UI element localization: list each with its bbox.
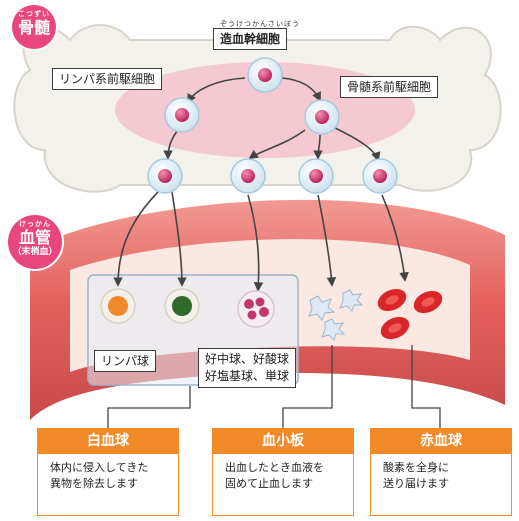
platelet-card-body: 出血したとき血液を 固めて止血します	[212, 454, 354, 516]
card-connectors	[107, 345, 441, 428]
arrow-to-rbc	[381, 194, 409, 282]
arrow-myeloid-right	[334, 127, 381, 162]
arrow-stem-to-myeloid	[281, 77, 321, 102]
myeloid-progenitor-cell	[304, 99, 340, 135]
rbc-card: 赤血球 酸素を全身に 送り届けます	[370, 428, 512, 516]
arrow-to-lymphocyte	[113, 189, 161, 287]
rbc-card-body: 酸素を全身に 送り届けます	[370, 454, 512, 516]
lymphocyte-label: リンパ球	[94, 350, 157, 372]
arrow-myeloid-left	[248, 129, 306, 160]
vessel-sub-label: （末梢血）	[12, 247, 58, 257]
rbc-card-title: 赤血球	[370, 428, 512, 454]
arrow-to-nk	[171, 191, 187, 287]
granulocyte-cell	[237, 290, 275, 328]
differentiation-arrows	[113, 77, 409, 292]
lymphocyte-cell	[100, 288, 136, 324]
rbc-precursor-cell	[362, 158, 398, 194]
marrow-ruby: こつずい	[18, 10, 50, 18]
vessel-badge: けっかん 血管 （末梢血）	[8, 215, 62, 269]
stem-cell-ruby: ぞうけつかんさいぼう	[220, 20, 300, 28]
arrow-to-granulocyte	[247, 194, 264, 292]
stem-cell	[247, 57, 283, 93]
myeloid-progenitor-label: 骨髄系前駆細胞	[340, 76, 439, 98]
wbc-card: 白血球 体内に侵入してきた 異物を除去します	[37, 428, 179, 516]
lymph-progenitor-label: リンパ系前駆細胞	[52, 68, 163, 90]
arrow-myeloid-mid	[313, 134, 323, 160]
platelet-card-title: 血小板	[212, 428, 354, 454]
platelet-cells	[308, 289, 364, 341]
wbc-card-body: 体内に侵入してきた 異物を除去します	[37, 454, 179, 516]
arrow-lymph-left	[163, 129, 179, 160]
lymph-precursor-cell	[147, 158, 183, 194]
vessel-label: 血管	[18, 228, 51, 247]
granulocyte-label: 好中球、好酸球 好塩基球、単球	[198, 348, 297, 388]
arrow-stem-to-lymph	[187, 77, 246, 104]
marrow-label: 骨髄	[17, 18, 50, 37]
nk-cell	[164, 288, 200, 324]
platelet-card: 血小板 出血したとき血液を 固めて止血します	[212, 428, 354, 516]
arrow-to-platelet	[317, 194, 337, 287]
vessel-ruby: けっかん	[19, 220, 51, 228]
lymph-progenitor-cell	[164, 97, 200, 133]
marrow-badge: こつずい 骨髄	[12, 5, 56, 49]
stem-cell-label: 造血幹細胞	[213, 28, 288, 50]
red-blood-cells	[377, 288, 443, 340]
platelet-precursor-cell	[298, 158, 334, 194]
granulocyte-precursor-cell	[230, 158, 266, 194]
wbc-card-title: 白血球	[37, 428, 179, 454]
